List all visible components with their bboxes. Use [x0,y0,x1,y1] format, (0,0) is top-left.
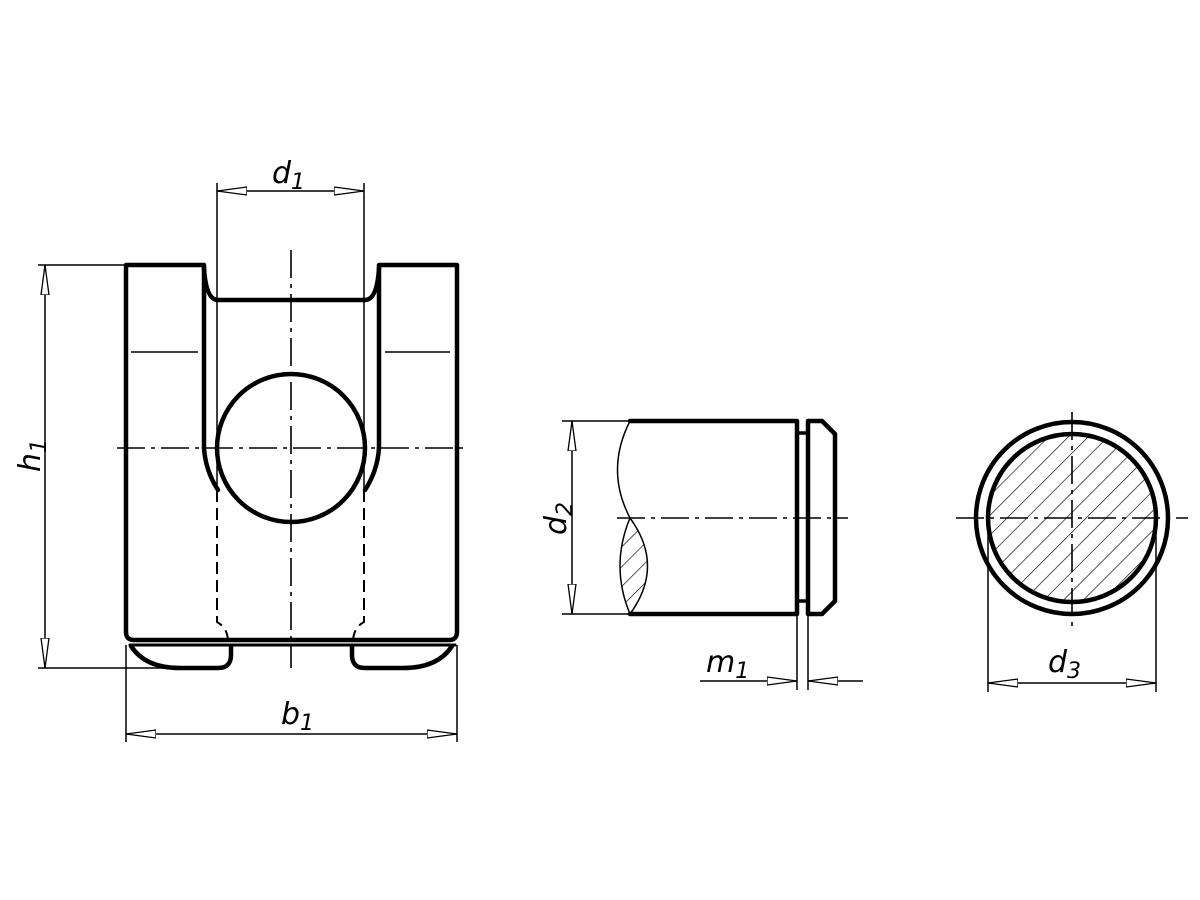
hidden-line-right [352,490,365,643]
body-outline [123,262,460,643]
label-b1: b1 [281,697,314,736]
section-view: d3 [956,412,1188,692]
foot-left [128,643,234,671]
label-d2: d2 [539,502,578,535]
foot-right [349,643,455,671]
hidden-line-left [216,490,229,643]
break-section-hatch [619,516,649,616]
slot-arc-right [362,445,382,493]
label-h1: h1 [13,439,52,472]
side-view: d2 m1 [539,418,863,690]
label-m1: m1 [706,645,749,684]
break-line [616,420,631,519]
label-d3: d3 [1048,645,1081,684]
front-view: d1 h1 b1 [13,156,467,742]
label-d1: d1 [272,156,305,195]
